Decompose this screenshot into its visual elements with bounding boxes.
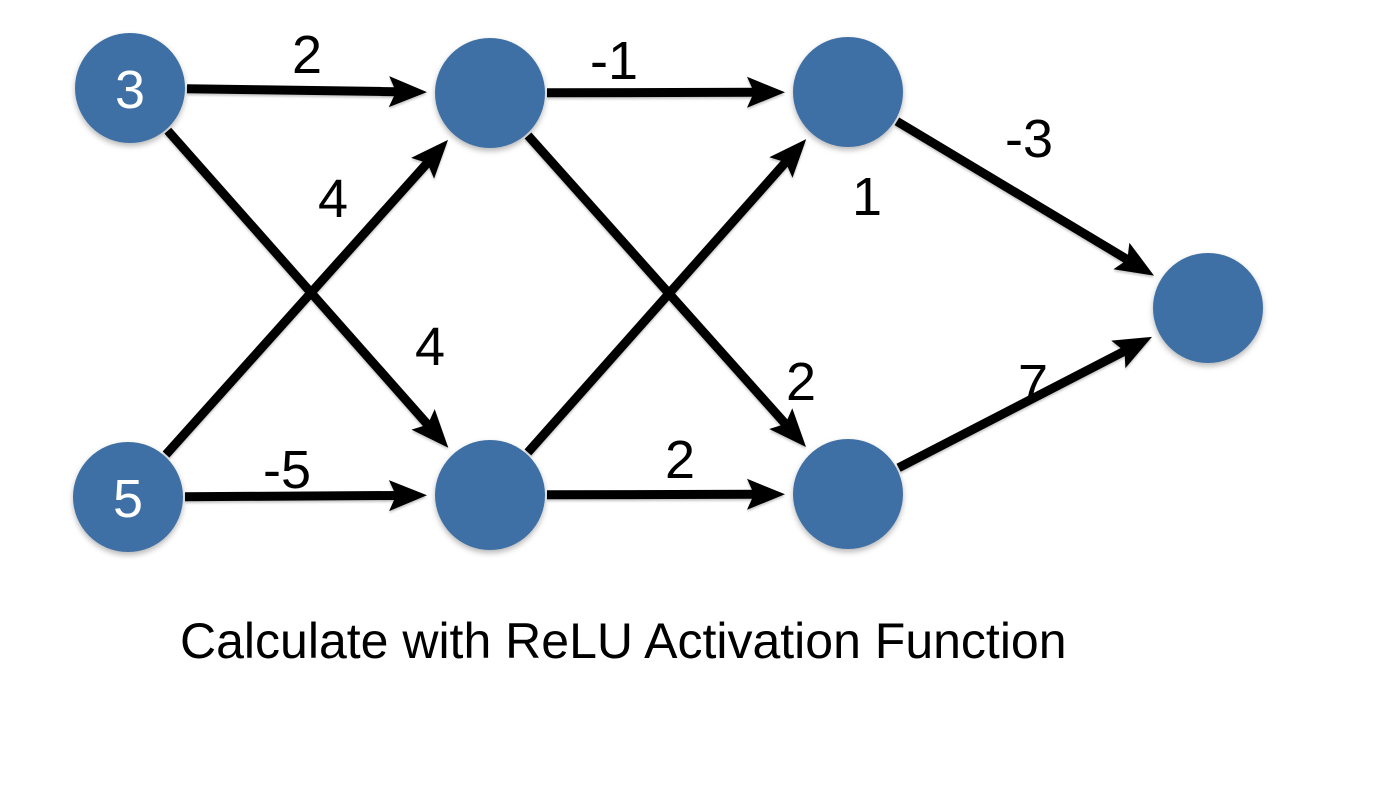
weight-label-hidden2-bottom-to-output: 7: [1018, 354, 1048, 414]
node-label-input-bottom: 5: [113, 469, 143, 529]
node-input-bottom: [73, 442, 183, 552]
arrowhead-input-top-to-hidden1-top: [388, 76, 427, 108]
edge-input-bottom-to-hidden1-bottom: [184, 491, 397, 502]
weight-label-hidden1-bottom-to-hidden2-bottom: 2: [665, 430, 695, 490]
edge-input-top-to-hidden1-bottom: [164, 127, 432, 428]
edge-hidden1-bottom-to-hidden2-top: [524, 159, 789, 456]
weight-label-hidden1-top-to-hidden2-top: -1: [590, 31, 638, 91]
arrowhead-input-top-to-hidden1-bottom: [411, 409, 449, 448]
node-hidden1-top: [435, 38, 545, 148]
edges-layer: [162, 76, 1154, 512]
labels-layer: 2 4 4 -5 -1 2 1 2 -3 7 3 5: [113, 25, 1053, 529]
arrowhead-input-bottom-to-hidden1-bottom: [388, 480, 427, 512]
edge-input-bottom-to-hidden1-top: [162, 159, 431, 458]
node-hidden1-bottom: [435, 440, 545, 550]
arrowhead-input-bottom-to-hidden1-top: [411, 139, 448, 179]
nodes-layer: [73, 33, 1263, 552]
edge-hidden1-top-to-hidden2-top: [546, 87, 755, 98]
weight-label-hidden2-top-to-output: -3: [1005, 109, 1053, 169]
caption: Calculate with ReLU Activation Function: [180, 613, 1067, 669]
edge-hidden2-bottom-to-output: [896, 347, 1127, 472]
weight-label-input-top-to-hidden1-bottom: 4: [415, 317, 445, 377]
weight-label-hidden1-bottom-to-hidden2-top: 1: [852, 167, 882, 227]
arrowhead-hidden2-top-to-output: [1113, 242, 1154, 276]
arrowhead-hidden1-top-to-hidden2-top: [747, 76, 785, 108]
edge-hidden1-top-to-hidden2-bottom: [524, 132, 789, 427]
node-label-input-top: 3: [115, 60, 145, 120]
node-input-top: [75, 33, 185, 143]
arrowhead-hidden2-bottom-to-output: [1111, 336, 1152, 369]
edge-hidden2-top-to-output: [894, 117, 1130, 264]
weight-label-hidden1-top-to-hidden2-bottom: 2: [786, 352, 816, 412]
weight-label-input-bottom-to-hidden1-bottom: -5: [263, 440, 311, 500]
arrowhead-hidden1-bottom-to-hidden2-top: [769, 139, 807, 178]
edge-input-top-to-hidden1-top: [186, 84, 397, 97]
node-hidden2-bottom: [793, 439, 903, 549]
node-output: [1153, 253, 1263, 363]
edge-hidden1-bottom-to-hidden2-bottom: [546, 489, 755, 500]
weight-label-input-top-to-hidden1-top: 2: [292, 25, 322, 85]
weight-label-input-bottom-to-hidden1-top: 4: [318, 169, 348, 229]
node-hidden2-top: [793, 37, 903, 147]
arrowhead-hidden1-bottom-to-hidden2-bottom: [747, 478, 785, 510]
arrowhead-hidden1-top-to-hidden2-bottom: [769, 408, 806, 447]
